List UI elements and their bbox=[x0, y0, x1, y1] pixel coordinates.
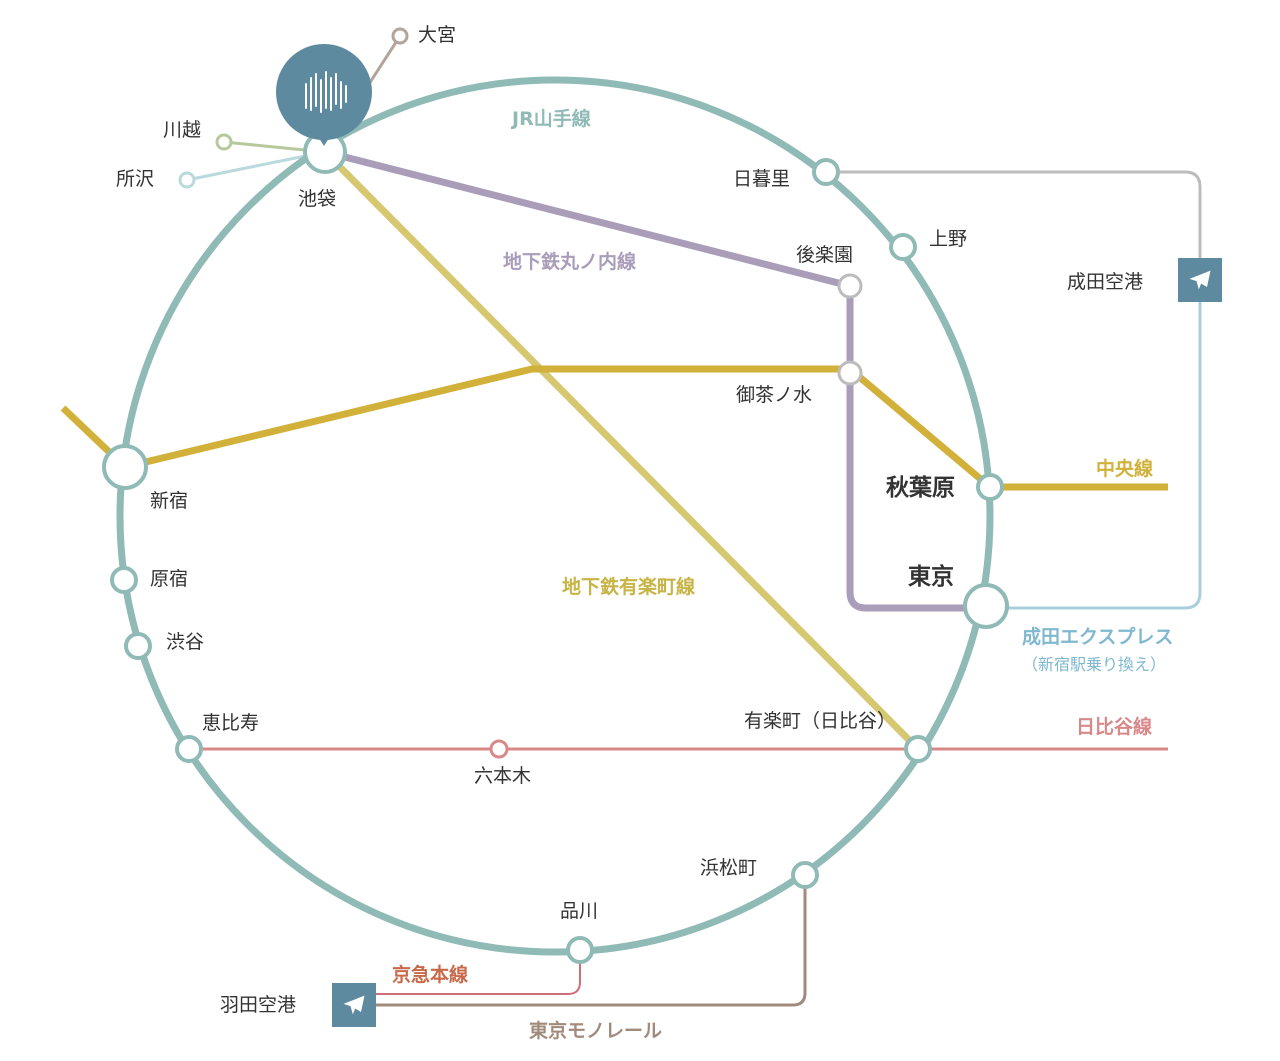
airplane-icon bbox=[343, 995, 365, 1015]
yamanote-loop bbox=[116, 76, 994, 956]
station-shibuya[interactable] bbox=[124, 632, 152, 660]
label-narita-airport: 成田空港 bbox=[1067, 271, 1144, 293]
label-chuo: 中央線 bbox=[1096, 458, 1154, 480]
keikyu-line bbox=[376, 950, 581, 995]
label-hamamatsucho: 浜松町 bbox=[700, 857, 758, 879]
label-ebisu: 恵比寿 bbox=[202, 712, 260, 734]
label-ochanomizu: 御茶ノ水 bbox=[736, 384, 813, 406]
station-yurakucho[interactable] bbox=[904, 735, 932, 763]
label-yurakucho-line: 地下鉄有楽町線 bbox=[562, 576, 696, 598]
label-akihabara: 秋葉原 bbox=[886, 475, 955, 501]
airplane-icon bbox=[1189, 270, 1211, 290]
chuo-line bbox=[60, 365, 1168, 491]
station-akihabara[interactable] bbox=[976, 473, 1004, 501]
label-monorail: 東京モノレール bbox=[529, 1020, 663, 1042]
label-narita-express-note: （新宿駅乗り換え） bbox=[1022, 655, 1167, 674]
narita-airport-icon[interactable] bbox=[1178, 258, 1222, 302]
station-korakuen[interactable] bbox=[837, 273, 863, 299]
station-ueno[interactable] bbox=[889, 233, 917, 261]
nippori-narita-line bbox=[826, 170, 1202, 260]
label-kawagoe: 川越 bbox=[163, 119, 202, 141]
station-hamamatsucho[interactable] bbox=[791, 861, 819, 889]
narita-express-line bbox=[986, 302, 1202, 610]
station-roppongi[interactable] bbox=[489, 739, 509, 759]
station-omiya[interactable] bbox=[391, 27, 409, 45]
label-haneda-airport: 羽田空港 bbox=[220, 994, 297, 1016]
station-tokorozawa[interactable] bbox=[178, 171, 196, 189]
tokorozawa-spur bbox=[186, 150, 326, 182]
label-nippori: 日暮里 bbox=[733, 168, 791, 190]
label-hibiya: 日比谷線 bbox=[1076, 716, 1153, 738]
label-roppongi: 六本木 bbox=[474, 765, 532, 787]
station-nippori[interactable] bbox=[812, 158, 840, 186]
station-kawagoe[interactable] bbox=[215, 133, 233, 151]
label-shinjuku: 新宿 bbox=[150, 490, 189, 512]
label-yurakucho-station: 有楽町（日比谷） bbox=[744, 710, 897, 732]
station-shinjuku[interactable] bbox=[102, 444, 148, 490]
label-tokyo: 東京 bbox=[908, 564, 954, 590]
haneda-airport-icon[interactable] bbox=[332, 983, 376, 1027]
building-logo-icon bbox=[305, 71, 347, 113]
station-ebisu[interactable] bbox=[175, 735, 203, 763]
label-narita-express: 成田エクスプレス bbox=[1022, 626, 1174, 648]
station-ochanomizu[interactable] bbox=[837, 360, 863, 386]
label-harajuku: 原宿 bbox=[150, 568, 189, 590]
label-marunouchi: 地下鉄丸ノ内線 bbox=[503, 251, 637, 273]
label-keikyu: 京急本線 bbox=[392, 964, 469, 986]
label-yamanote: JR山手線 bbox=[512, 108, 591, 130]
yurakucho-line bbox=[322, 149, 921, 752]
label-tokorozawa: 所沢 bbox=[116, 168, 155, 190]
label-korakuen: 後楽園 bbox=[796, 244, 854, 266]
label-shibuya: 渋谷 bbox=[166, 631, 205, 653]
station-shinagawa[interactable] bbox=[566, 936, 594, 964]
label-omiya: 大宮 bbox=[418, 24, 457, 46]
monorail-line bbox=[376, 875, 807, 1007]
label-ueno: 上野 bbox=[929, 228, 968, 250]
station-tokyo[interactable] bbox=[963, 583, 1009, 629]
label-ikebukuro: 池袋 bbox=[298, 188, 337, 210]
marunouchi-line bbox=[324, 148, 986, 612]
label-shinagawa: 品川 bbox=[560, 900, 599, 922]
station-harajuku[interactable] bbox=[110, 566, 138, 594]
location-pin[interactable] bbox=[276, 44, 372, 146]
